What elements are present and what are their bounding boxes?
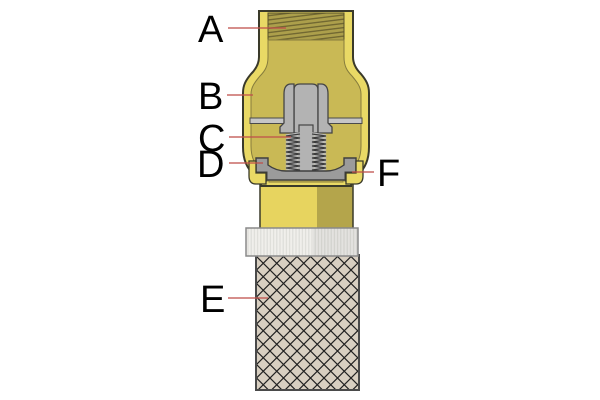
part-labels: A B C D E F: [197, 9, 400, 321]
label-a: A: [198, 9, 224, 51]
seat-lip-left: [248, 160, 267, 185]
check-valve-mechanism: [248, 83, 364, 185]
label-d: D: [197, 144, 224, 186]
strainer: [255, 254, 360, 391]
label-c: C: [198, 118, 225, 160]
guide-wing-left: [279, 83, 295, 134]
label-f: F: [377, 153, 400, 195]
spring-coil-left: [285, 133, 301, 173]
strainer-mesh: [256, 255, 359, 390]
collar-nut: [245, 227, 359, 257]
hex-facet-dark: [317, 183, 353, 230]
collar-facet-shade: [313, 228, 358, 256]
thread-hatching: [268, 13, 344, 40]
label-b: B: [198, 76, 223, 118]
seat-lip-right: [345, 160, 364, 185]
collar-knurling: [246, 228, 358, 256]
leader-lines: [227, 27, 374, 299]
spring: [285, 132, 327, 174]
spring-coil-right: [311, 133, 327, 173]
collar-outline: [245, 227, 359, 257]
label-e: E: [200, 279, 225, 321]
hex-body-section: [259, 182, 354, 231]
hex-facet-light: [260, 183, 317, 230]
threaded-inlet: [267, 12, 345, 41]
guide-wing-right: [317, 83, 333, 134]
valve-stem: [298, 124, 314, 178]
